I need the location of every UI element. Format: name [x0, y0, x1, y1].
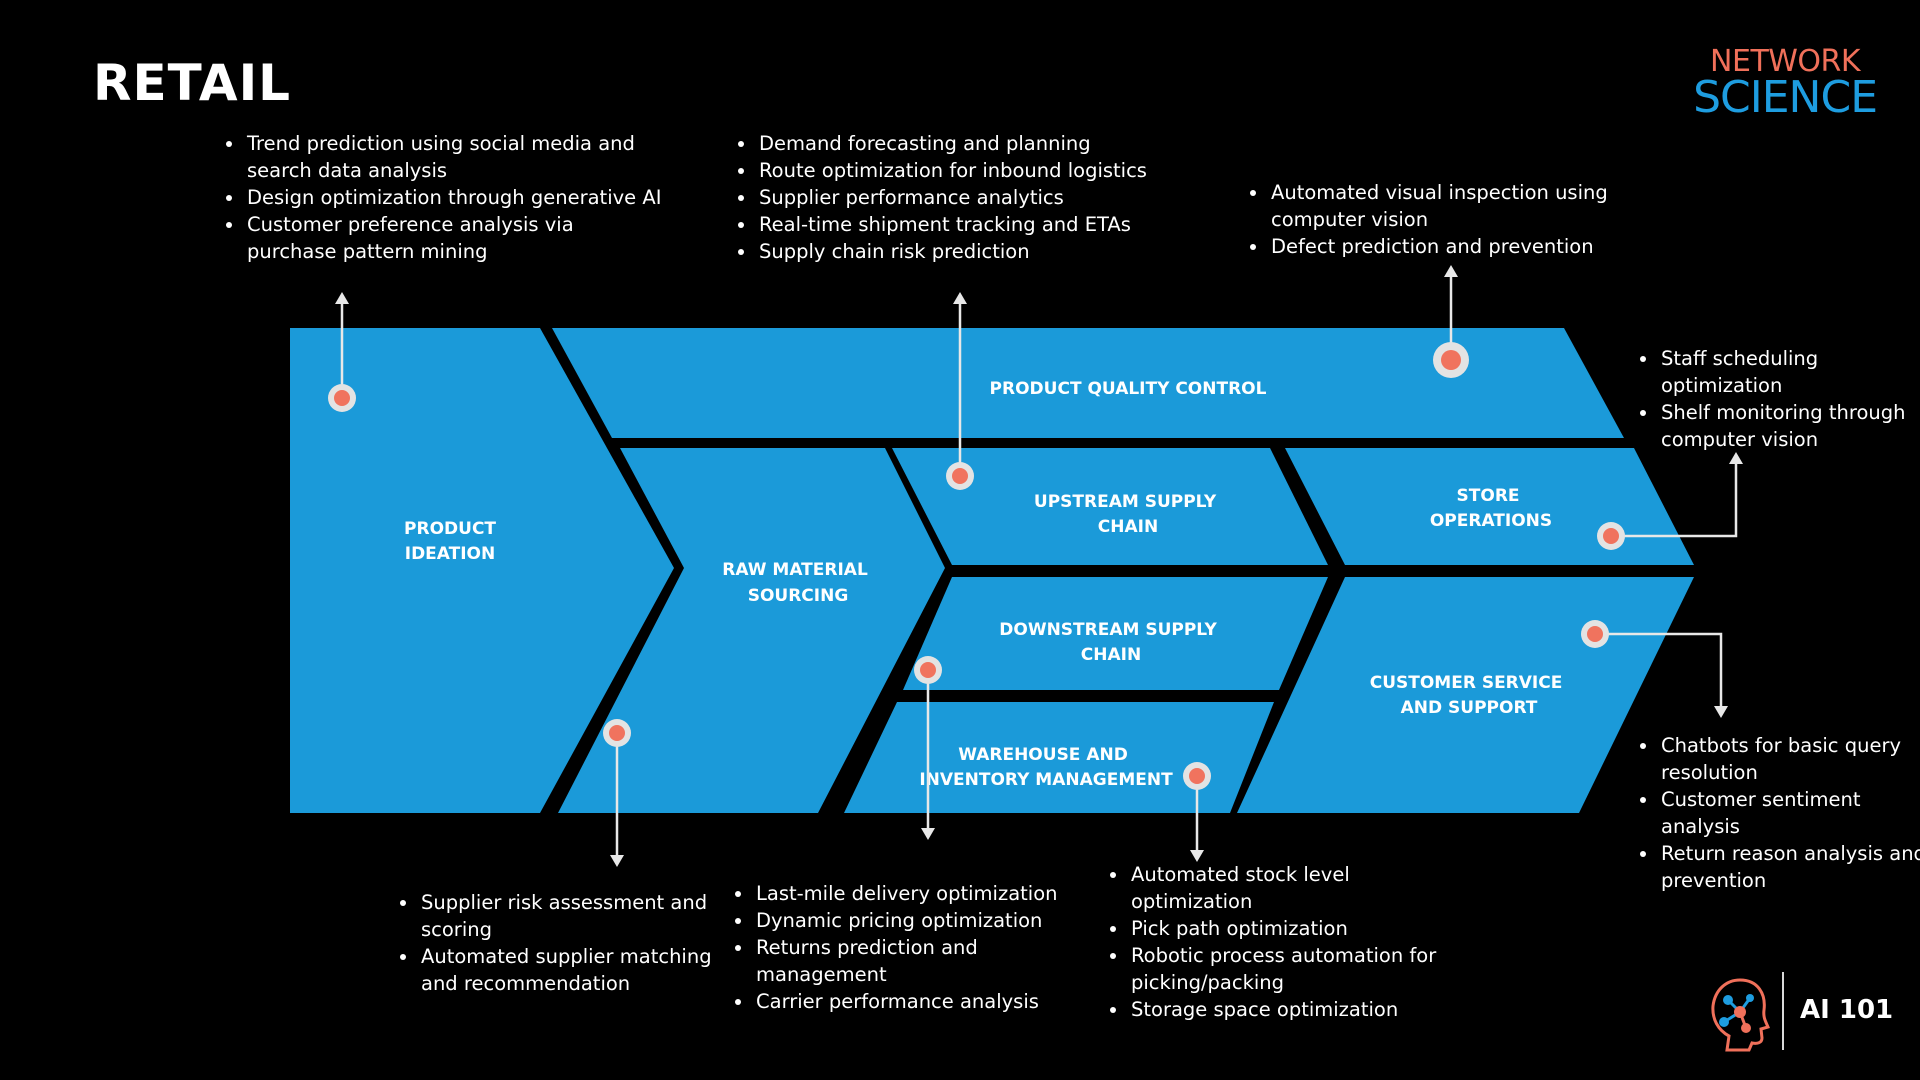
node-store-operations — [1597, 522, 1625, 550]
list-item: Supplier performance analytics — [757, 184, 1317, 211]
list-item: Customer sentiment analysis — [1659, 786, 1920, 840]
callout-customer-service: Chatbots for basic query resolution Cust… — [1639, 732, 1920, 894]
node-warehouse — [1183, 762, 1211, 790]
label-downstream-supply-chain: DOWNSTREAM SUPPLY CHAIN — [999, 620, 1222, 665]
brand-line-2: SCIENCE — [1693, 71, 1878, 123]
label-customer-line-1: CUSTOMER SERVICE — [1370, 673, 1563, 693]
callout-warehouse: Automated stock level optimization Pick … — [1109, 861, 1469, 1023]
segment-raw-material-sourcing — [558, 448, 945, 813]
node-quality-control — [1433, 342, 1469, 378]
list-item: Demand forecasting and planning — [757, 130, 1317, 157]
list-item: Storage space optimization — [1129, 996, 1469, 1023]
label-downstream-line-1: DOWNSTREAM SUPPLY — [999, 620, 1217, 640]
list-item: Customer preference analysis via purchas… — [245, 211, 665, 265]
list-item: Automated visual inspection using comput… — [1269, 179, 1609, 233]
segment-store-operations — [1285, 448, 1694, 565]
list-item: Carrier performance analysis — [754, 988, 1084, 1015]
callout-upstream: Demand forecasting and planning Route op… — [737, 130, 1317, 265]
list-item: Shelf monitoring through computer vision — [1659, 399, 1920, 453]
arrowhead-up-icon — [1729, 452, 1743, 464]
page-title: RETAIL — [93, 54, 292, 112]
label-product-quality-control: PRODUCT QUALITY CONTROL — [990, 379, 1267, 399]
label-product-ideation-line-1: PRODUCT — [404, 519, 496, 539]
node-product-ideation — [328, 384, 356, 412]
brand-logo: NETWORK SCIENCE — [1693, 44, 1878, 123]
list-item: Staff scheduling optimization — [1659, 345, 1920, 399]
list-item: Supply chain risk prediction — [757, 238, 1317, 265]
connector-store-operations — [1612, 462, 1738, 538]
arrowhead-up-icon — [953, 292, 967, 304]
connector-customer-service — [1596, 632, 1723, 708]
callout-store-operations: Staff scheduling optimization Shelf moni… — [1639, 345, 1920, 453]
list-item: Route optimization for inbound logistics — [757, 157, 1317, 184]
list-item: Real-time shipment tracking and ETAs — [757, 211, 1317, 238]
list-item: Trend prediction using social media and … — [245, 130, 665, 184]
label-customer-line-2: AND SUPPORT — [1401, 698, 1538, 718]
node-downstream — [914, 656, 942, 684]
list-item: Pick path optimization — [1129, 915, 1469, 942]
brand-line-1: NETWORK — [1710, 44, 1861, 79]
course-label: AI 101 — [1800, 995, 1894, 1025]
label-quality-control-line-1: PRODUCT QUALITY CONTROL — [990, 379, 1267, 399]
list-item: Automated stock level optimization — [1129, 861, 1469, 915]
list-item: Automated supplier matching and recommen… — [419, 943, 719, 997]
segment-product-ideation — [290, 328, 674, 813]
arrowhead-up-icon — [335, 292, 349, 304]
label-store-ops-line-1: STORE — [1457, 486, 1520, 506]
list-item: Dynamic pricing optimization — [754, 907, 1084, 934]
footer-divider — [1782, 972, 1784, 1050]
callout-product-ideation: Trend prediction using social media and … — [225, 130, 665, 265]
label-store-operations: STORE OPERATIONS — [1430, 486, 1552, 531]
list-item: Chatbots for basic query resolution — [1659, 732, 1920, 786]
segment-product-quality-control — [552, 328, 1624, 438]
list-item: Last-mile delivery optimization — [754, 880, 1084, 907]
arrowhead-down-icon — [921, 828, 935, 840]
label-customer-service: CUSTOMER SERVICE AND SUPPORT — [1370, 673, 1569, 718]
node-customer-service — [1581, 620, 1609, 648]
label-raw-material-line-1: RAW MATERIAL — [722, 560, 868, 580]
head-network-icon — [1711, 978, 1770, 1052]
list-item: Defect prediction and prevention — [1269, 233, 1609, 260]
label-store-ops-line-2: OPERATIONS — [1430, 511, 1552, 531]
list-item: Design optimization through generative A… — [245, 184, 665, 211]
callout-quality-control: Automated visual inspection using comput… — [1249, 179, 1609, 260]
segment-warehouse-inventory — [844, 702, 1274, 813]
label-warehouse-line-1: WAREHOUSE AND — [958, 745, 1128, 765]
label-warehouse-line-2: INVENTORY MANAGEMENT — [919, 770, 1173, 790]
label-upstream-line-2: CHAIN — [1098, 517, 1158, 537]
node-upstream — [946, 462, 974, 490]
node-raw-material — [603, 719, 631, 747]
list-item: Return reason analysis and prevention — [1659, 840, 1920, 894]
arrowhead-down-icon — [1190, 850, 1204, 862]
segment-downstream-supply-chain — [903, 577, 1328, 690]
list-item: Supplier risk assessment and scoring — [419, 889, 719, 943]
list-item: Robotic process automation for picking/p… — [1129, 942, 1469, 996]
arrowhead-down-icon — [1714, 706, 1728, 718]
label-raw-material-sourcing: RAW MATERIAL SOURCING — [722, 560, 873, 606]
arrowhead-up-icon — [1444, 265, 1458, 277]
callout-downstream: Last-mile delivery optimization Dynamic … — [734, 880, 1084, 1015]
label-raw-material-line-2: SOURCING — [748, 586, 849, 606]
label-warehouse-inventory: WAREHOUSE AND INVENTORY MANAGEMENT — [919, 745, 1173, 790]
segment-customer-service — [1237, 577, 1694, 813]
label-product-ideation-line-2: IDEATION — [405, 544, 496, 564]
label-upstream-supply-chain: UPSTREAM SUPPLY CHAIN — [1034, 492, 1222, 537]
label-downstream-line-2: CHAIN — [1081, 645, 1141, 665]
callout-raw-material: Supplier risk assessment and scoring Aut… — [399, 889, 719, 997]
list-item: Returns prediction and management — [754, 934, 1084, 988]
label-upstream-line-1: UPSTREAM SUPPLY — [1034, 492, 1217, 512]
label-product-ideation: PRODUCT IDEATION — [404, 519, 502, 564]
segment-upstream-supply-chain — [892, 448, 1328, 565]
arrowhead-down-icon — [610, 855, 624, 867]
